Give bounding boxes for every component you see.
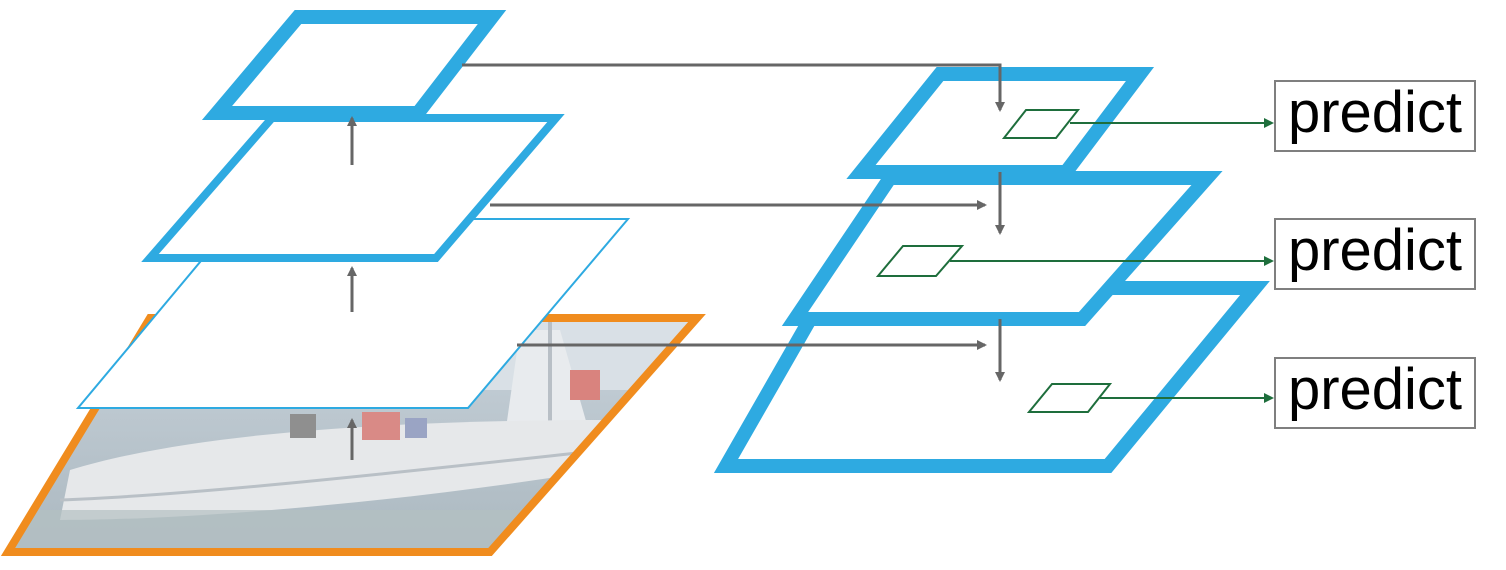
bottom-up-layer-3: [201, 10, 507, 120]
top-down-layer-1: [846, 67, 1155, 179]
prediction-heads: [875, 109, 1274, 413]
anchor-box-2: [875, 245, 965, 277]
predict-label-middle: predict: [1287, 218, 1463, 283]
predict-box-bottom: predict: [1274, 357, 1476, 429]
lateral-connections: [462, 63, 1005, 350]
lateral-arrow-top: [462, 63, 1005, 112]
bottom-up-layer-1: [75, 218, 631, 409]
top-down-layer-2: [781, 171, 1223, 326]
bottom-up-layer-2: [141, 114, 565, 262]
predict-box-middle: predict: [1274, 218, 1476, 290]
predict-box-top: predict: [1274, 80, 1476, 152]
anchor-box-3: [1026, 383, 1113, 413]
predict-label-top: predict: [1287, 80, 1463, 145]
predict-label-bottom: predict: [1287, 357, 1463, 422]
anchor-box-1: [1001, 109, 1081, 139]
